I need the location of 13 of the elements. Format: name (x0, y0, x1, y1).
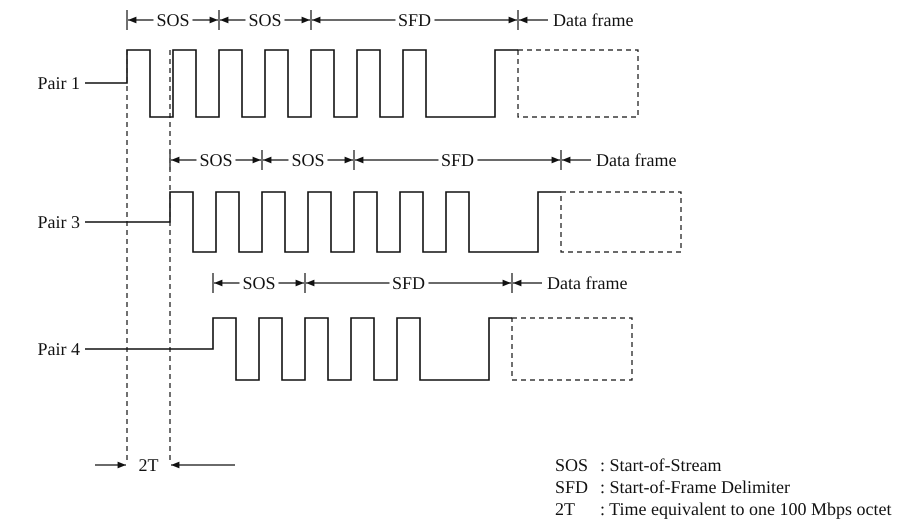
key-term: SOS (555, 455, 588, 475)
signal-label: Pair 3 (38, 212, 80, 232)
signal-label: Pair 4 (38, 339, 80, 359)
segment-label: Data frame (596, 150, 676, 170)
segment-label: Data frame (547, 273, 628, 293)
key-term: 2T (555, 499, 575, 519)
signal-label: Pair 1 (38, 73, 80, 93)
key-definition: : Time equivalent to one 100 Mbps octet (600, 499, 892, 519)
key-term: SFD (555, 477, 588, 497)
dimension-label: 2T (138, 455, 158, 475)
segment-label: Data frame (553, 10, 634, 30)
key-definition: : Start-of-Frame Delimiter (600, 477, 790, 497)
key-definition: : Start-of-Stream (600, 455, 722, 475)
